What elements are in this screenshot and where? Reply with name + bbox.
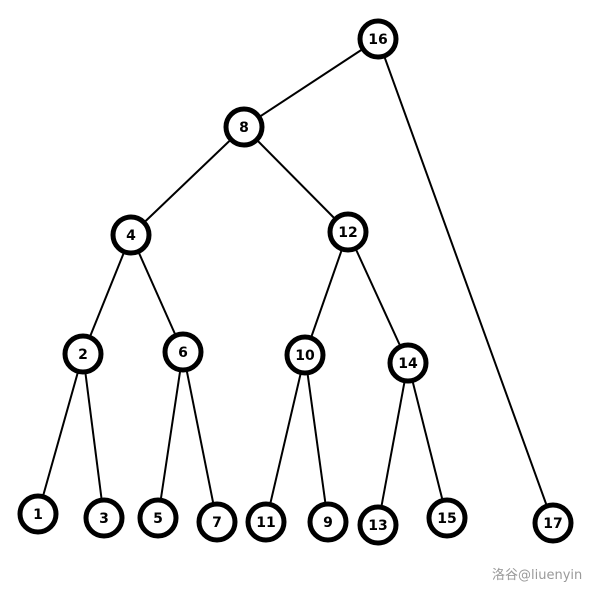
node-circle [357, 18, 399, 60]
node-circle [196, 501, 238, 543]
tree-node-16: 16 [357, 18, 399, 60]
node-circle [62, 333, 104, 375]
edge-8-4 [130, 126, 245, 236]
node-circle [284, 334, 326, 376]
tree-node-9: 9 [307, 501, 349, 543]
edge-4-6 [130, 234, 184, 353]
tree-node-8: 8 [223, 106, 265, 148]
node-label: 2 [78, 347, 88, 363]
node-label: 15 [437, 511, 456, 527]
tree-node-6: 6 [162, 331, 204, 373]
tree-node-11: 11 [245, 501, 287, 543]
tree-node-3: 3 [83, 497, 125, 539]
edge-16-8 [243, 38, 379, 128]
node-circle [357, 504, 399, 546]
node-circle [387, 342, 429, 384]
edge-6-5 [157, 351, 184, 519]
edge-10-9 [304, 354, 329, 523]
node-label: 13 [368, 518, 387, 534]
tree-node-1: 1 [17, 493, 59, 535]
watermark-text: 洛谷@liuenyin [492, 568, 583, 583]
edge-8-12 [243, 126, 349, 233]
node-label: 9 [323, 515, 333, 531]
node-label: 1 [33, 507, 43, 523]
tree-node-17: 17 [532, 502, 574, 544]
node-label: 6 [178, 345, 188, 361]
tree-node-14: 14 [387, 342, 429, 384]
node-circle [17, 493, 59, 535]
tree-node-5: 5 [137, 497, 179, 539]
node-label: 3 [99, 511, 109, 527]
edge-6-7 [182, 351, 218, 523]
node-circle [426, 497, 468, 539]
node-label: 17 [543, 516, 562, 532]
node-circle [137, 497, 179, 539]
node-label: 12 [338, 225, 357, 241]
node-circle [83, 497, 125, 539]
edge-2-1 [37, 353, 84, 515]
tree-node-13: 13 [357, 504, 399, 546]
edge-4-2 [82, 234, 132, 355]
node-label: 16 [368, 32, 387, 48]
tree-node-15: 15 [426, 497, 468, 539]
node-circle [162, 331, 204, 373]
node-label: 10 [295, 348, 315, 364]
edges [37, 38, 554, 526]
edge-16-17 [377, 38, 554, 524]
node-circle [327, 211, 369, 253]
edge-2-3 [82, 353, 105, 519]
node-circle [223, 106, 265, 148]
edge-12-10 [304, 231, 349, 356]
node-label: 5 [153, 511, 163, 527]
node-circle [110, 214, 152, 256]
node-circle [532, 502, 574, 544]
tree-node-2: 2 [62, 333, 104, 375]
node-label: 14 [398, 356, 418, 372]
node-label: 8 [239, 120, 249, 136]
node-label: 4 [126, 228, 136, 244]
node-label: 7 [212, 515, 222, 531]
edge-14-13 [377, 362, 409, 526]
node-label: 11 [256, 515, 275, 531]
tree-node-7: 7 [196, 501, 238, 543]
tree-node-4: 4 [110, 214, 152, 256]
node-circle [307, 501, 349, 543]
node-circle [245, 501, 287, 543]
edge-14-15 [407, 362, 448, 519]
tree-node-10: 10 [284, 334, 326, 376]
edge-10-11 [265, 354, 306, 523]
edge-12-14 [347, 231, 409, 364]
tree-node-12: 12 [327, 211, 369, 253]
